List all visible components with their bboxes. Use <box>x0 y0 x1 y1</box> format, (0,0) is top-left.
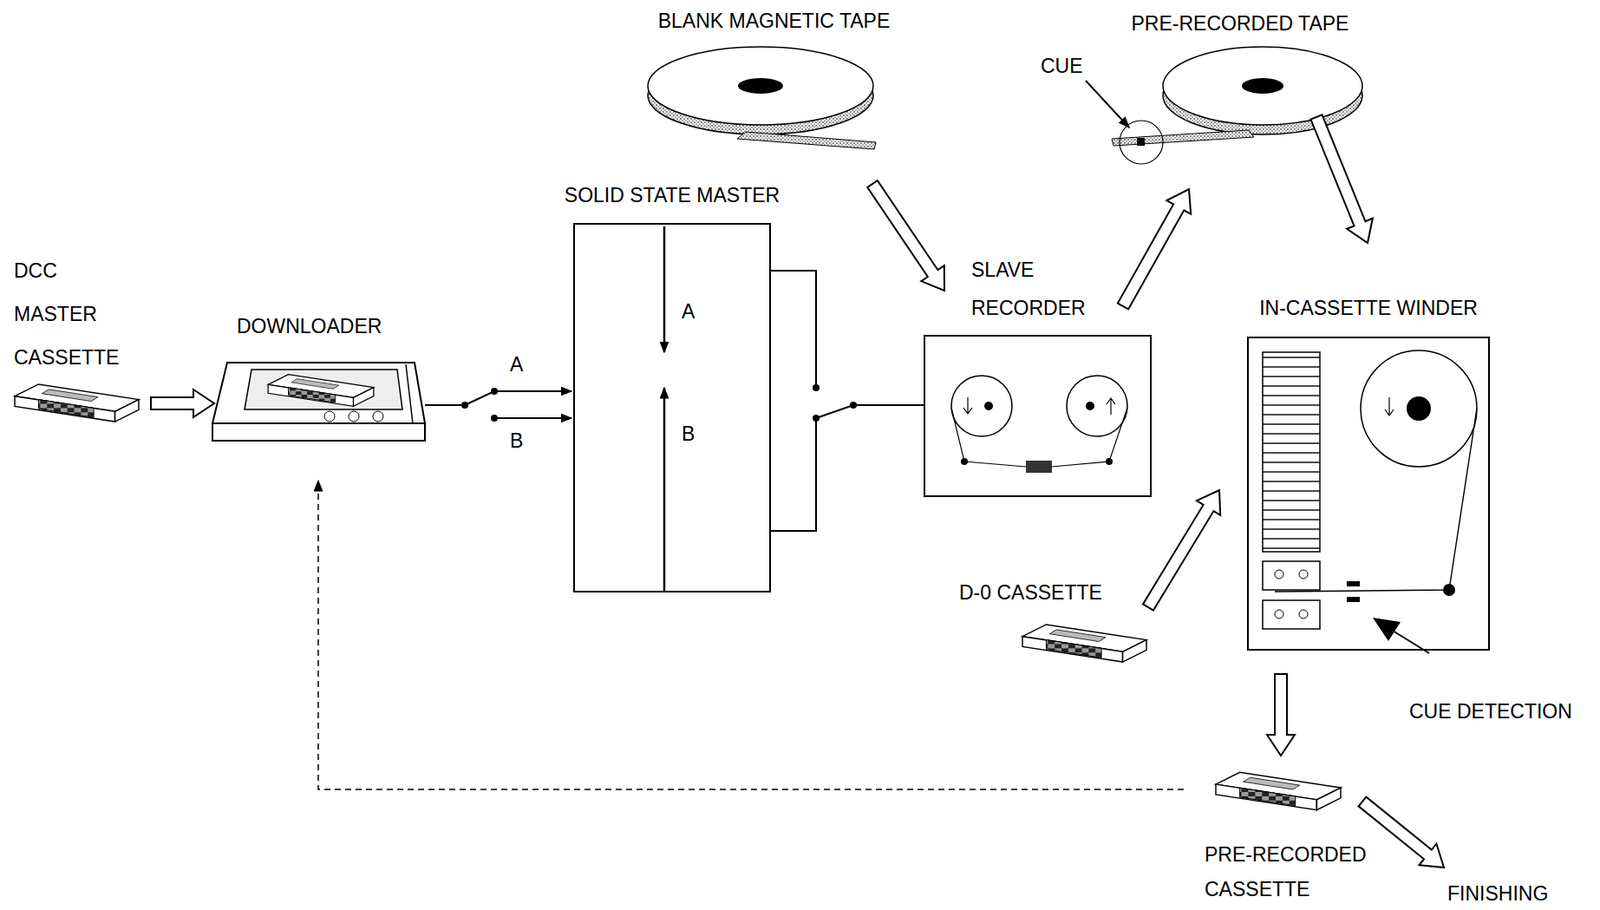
reel-direction <box>963 397 973 414</box>
cassette-station <box>1262 561 1320 590</box>
flow-arrow <box>150 389 215 418</box>
cue-detection-arrowhead <box>1372 617 1401 641</box>
cassette-station <box>1262 600 1320 629</box>
cassette-hub <box>1274 569 1284 579</box>
recording-head <box>1025 460 1052 473</box>
pre-recorded-cassette <box>1215 771 1341 810</box>
reel-direction <box>1384 397 1394 416</box>
reel-hub <box>984 401 993 411</box>
part-label: DCC MASTER CASSETTE <box>13 248 119 379</box>
cassette-node: DCC MASTER CASSETTE <box>8 248 148 427</box>
downloader-top <box>212 362 425 424</box>
downloader-tray <box>244 369 403 410</box>
cassette-node: PRE-RECORDED CASSETTE <box>1201 754 1397 907</box>
cue-mark <box>1136 137 1145 146</box>
recorder-tape <box>1051 407 1128 467</box>
part-label: BLANK MAGNETIC TAPE <box>658 8 891 33</box>
finishing-arrow <box>1358 796 1444 868</box>
downloader-knob <box>348 411 360 422</box>
memory-direction-arrow <box>663 226 667 353</box>
box-heading: SOLID STATE MASTER <box>564 182 780 208</box>
reel-face <box>1162 46 1363 125</box>
channel-label: A <box>508 352 525 377</box>
flow-arrow <box>867 180 945 291</box>
cue-leader <box>1085 80 1130 128</box>
cue-sensor <box>1346 581 1360 587</box>
reel-hole <box>737 78 784 94</box>
downloader-knob <box>324 411 335 422</box>
downloader-cassette <box>267 374 374 407</box>
cassette-hub <box>1274 609 1284 619</box>
part-label: D-0 CASSETTE <box>959 580 1103 605</box>
flow-arrow <box>1117 189 1191 309</box>
output-label: FINISHING <box>1447 881 1548 906</box>
part-label: PRE-RECORDED TAPE <box>1131 11 1350 36</box>
tape-reel-node: BLANK MAGNETIC TAPE <box>637 6 911 151</box>
cassette-hub <box>1299 609 1308 619</box>
reel-hub <box>1085 401 1095 411</box>
recorder-tape <box>951 407 1026 467</box>
cue-circle <box>1119 120 1163 164</box>
tape-guide <box>1105 457 1113 465</box>
winder-roller <box>1443 583 1456 596</box>
signal-wire <box>424 404 572 418</box>
cassette-node: D-0 CASSETTE <box>953 576 1154 668</box>
inner-channel-label: A <box>681 299 695 324</box>
callout-label: CUE DETECTION <box>1409 698 1573 724</box>
return-line <box>318 480 1184 790</box>
reel-face <box>647 46 874 125</box>
tape-reel-node: PRE-RECORDED TAPE <box>1105 8 1375 148</box>
signal-wire <box>424 391 572 405</box>
flow-arrow <box>1142 489 1221 611</box>
tape-guide <box>960 457 968 465</box>
downloader-base <box>212 423 425 441</box>
recorder-box: SLAVE RECORDER <box>923 334 1152 497</box>
recorder-reel <box>1066 375 1128 437</box>
dcc-master-cassette <box>14 384 139 422</box>
part-label: PRE-RECORDED CASSETTE <box>1204 836 1392 907</box>
winder-tape <box>1274 408 1477 592</box>
cue-sensor <box>1346 596 1360 602</box>
winder-hub <box>1406 396 1431 421</box>
downloader-rail <box>405 364 413 424</box>
downloader-knob <box>372 411 384 422</box>
winder-reel <box>1360 350 1477 467</box>
box-heading: SLAVE RECORDER <box>971 250 1086 327</box>
winder-box: IN-CASSETTE WINDER <box>1247 336 1490 651</box>
signal-wire <box>770 270 924 531</box>
reel-hole <box>1241 78 1284 94</box>
cassette-hub <box>1299 569 1308 579</box>
flow-arrow <box>1311 114 1373 243</box>
flow-arrow <box>1266 673 1295 756</box>
tape-tail <box>1111 130 1254 146</box>
inner-channel-label: B <box>681 421 695 446</box>
memory-box: SOLID STATE MASTER <box>573 222 771 593</box>
channel-label: B <box>508 428 525 453</box>
recorder-reel <box>951 375 1013 437</box>
box-heading: IN-CASSETTE WINDER <box>1259 295 1478 320</box>
device-node: DOWNLOADER <box>212 313 425 445</box>
reel-direction <box>1106 398 1116 415</box>
part-label: DOWNLOADER <box>236 313 382 339</box>
d0-cassette <box>1022 624 1147 662</box>
cassette-magazine <box>1262 352 1320 552</box>
memory-direction-arrow <box>663 387 667 591</box>
callout-label: CUE <box>1040 53 1084 79</box>
tape-tail <box>737 131 876 150</box>
